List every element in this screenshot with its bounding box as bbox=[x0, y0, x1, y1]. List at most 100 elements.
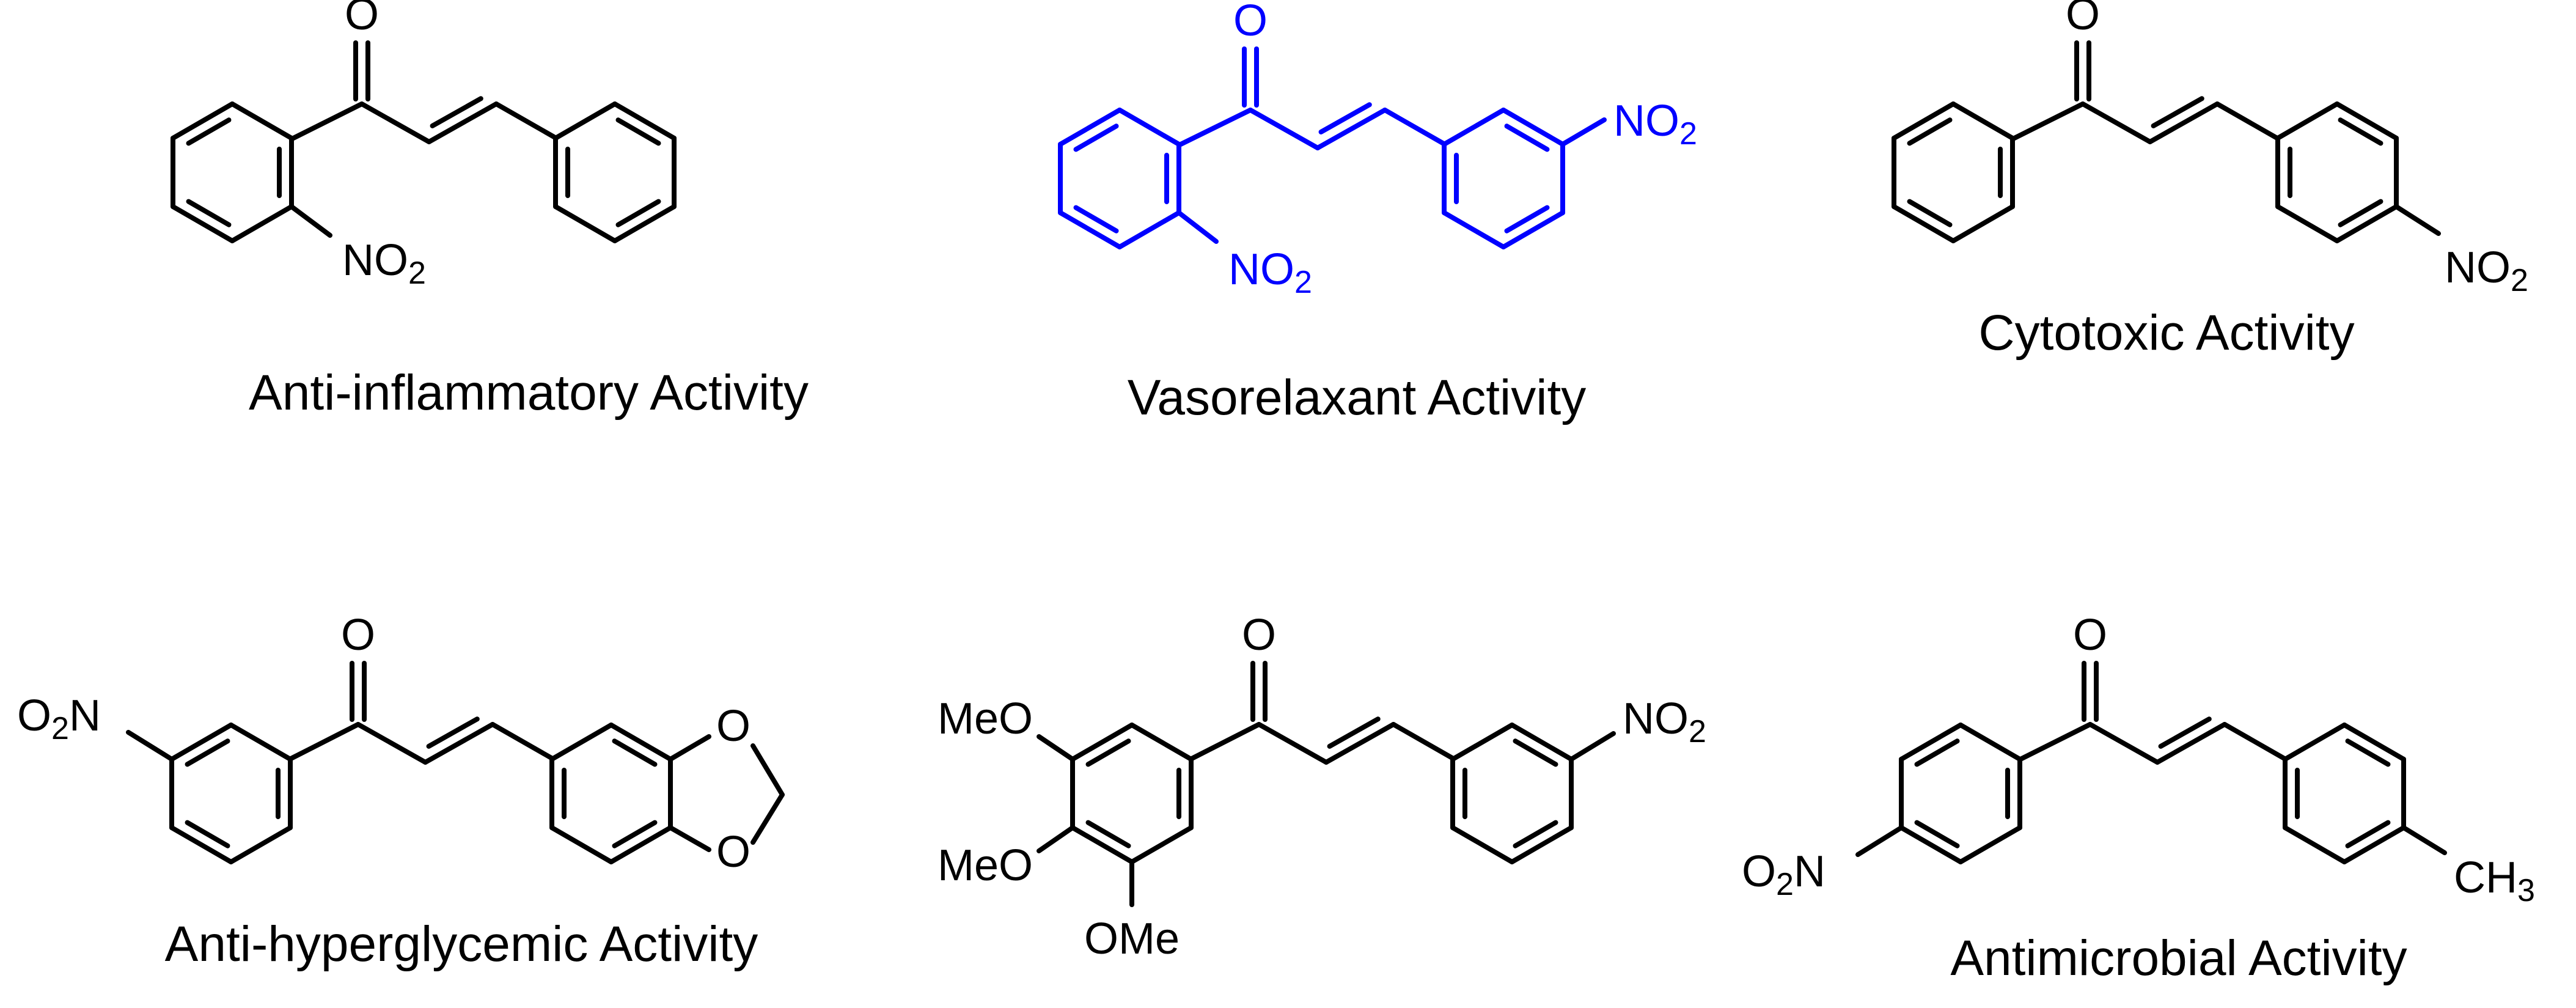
ring-bond bbox=[169, 825, 233, 864]
ring-double-inner bbox=[2338, 199, 2383, 227]
double-bond-inner bbox=[430, 96, 483, 128]
double-bond-inner bbox=[2158, 716, 2212, 749]
ring-bond bbox=[1070, 723, 1134, 762]
ring-bond bbox=[1501, 210, 1565, 249]
bond bbox=[490, 722, 555, 761]
ring-double-inner bbox=[185, 738, 230, 767]
ring-bond bbox=[612, 101, 677, 141]
bond bbox=[359, 101, 431, 144]
bond bbox=[2088, 722, 2160, 765]
ring-bond bbox=[609, 723, 673, 762]
bond bbox=[668, 734, 711, 762]
dioxole-oxygen-bottom: O bbox=[716, 828, 750, 877]
ring-double-inner bbox=[615, 199, 661, 227]
ring-bond bbox=[1058, 210, 1122, 249]
bond bbox=[423, 722, 495, 765]
ring-bond bbox=[230, 101, 294, 141]
carbonyl-oxygen: O bbox=[1242, 611, 1276, 660]
ring-bond bbox=[1958, 723, 2022, 762]
methoxy-label: OMe bbox=[1084, 914, 1180, 963]
bond bbox=[1391, 722, 1456, 761]
carbonyl-oxygen: O bbox=[2066, 0, 2100, 39]
ring-bond bbox=[171, 204, 235, 243]
ring-double-inner bbox=[1504, 123, 1550, 152]
ring-bond bbox=[1510, 825, 1574, 864]
ring-bond bbox=[1117, 108, 1181, 147]
carbonyl-oxygen: O bbox=[341, 611, 375, 660]
bond bbox=[356, 722, 428, 765]
ring-double-inner bbox=[1073, 123, 1119, 152]
dioxole-oxygen-top: O bbox=[716, 702, 750, 751]
bond bbox=[2155, 722, 2227, 765]
o2n-group-label: O2N bbox=[1742, 847, 1826, 902]
bond bbox=[1315, 108, 1387, 150]
ring-bond bbox=[1058, 108, 1122, 147]
ring-bond bbox=[549, 825, 614, 864]
bond bbox=[494, 101, 559, 141]
ring-bond bbox=[2342, 825, 2406, 864]
caption-cytotoxic: Cytotoxic Activity bbox=[1978, 305, 2354, 361]
ring-double-inner bbox=[1513, 738, 1558, 767]
bond bbox=[1189, 722, 1261, 761]
ring-bond bbox=[1450, 723, 1514, 762]
bond bbox=[1855, 825, 1904, 857]
ring-bond bbox=[1892, 101, 1956, 141]
ring-double-inner bbox=[1085, 820, 1131, 848]
ring-bond bbox=[1899, 723, 1963, 762]
nitro-group-label: NO2 bbox=[1623, 694, 1706, 749]
ring-bond bbox=[1951, 101, 2015, 141]
bond bbox=[288, 722, 361, 761]
ring-double-inner bbox=[1504, 205, 1550, 234]
compound-cytotoxic: O NO2 bbox=[1892, 0, 2528, 298]
caption-anti-hyperglycemic: Anti-hyperglycemic Activity bbox=[165, 916, 758, 972]
ring-bond bbox=[1951, 204, 2015, 243]
ring-bond bbox=[171, 101, 235, 141]
bond bbox=[2215, 101, 2280, 141]
ring-bond bbox=[549, 723, 614, 762]
ring-double-inner bbox=[1914, 738, 1960, 767]
ring-double-inner bbox=[1914, 820, 1960, 848]
bond bbox=[750, 743, 785, 797]
bond bbox=[291, 101, 364, 141]
ring-bond bbox=[609, 825, 673, 864]
ring-double-inner bbox=[185, 820, 230, 848]
ring-double-inner bbox=[615, 117, 661, 146]
carbonyl-oxygen: O bbox=[1233, 0, 1268, 45]
nitro-group-label: NO2 bbox=[342, 236, 426, 291]
compound-anti-hyperglycemic: O O2N O O bbox=[17, 611, 785, 877]
ring-bond bbox=[1117, 210, 1181, 249]
ring-bond bbox=[612, 204, 677, 243]
bond bbox=[2019, 722, 2093, 761]
bond bbox=[2080, 101, 2152, 144]
ring-bond bbox=[229, 825, 293, 864]
double-bond-inner bbox=[2151, 96, 2204, 128]
ring-bond bbox=[1899, 825, 1963, 864]
ring-bond bbox=[1501, 108, 1565, 147]
ring-bond bbox=[2283, 825, 2347, 864]
ring-bond bbox=[2342, 723, 2406, 762]
ring-double-inner bbox=[2338, 117, 2383, 146]
ring-double-inner bbox=[1513, 820, 1558, 848]
ring-bond bbox=[1129, 723, 1194, 762]
ring-bond bbox=[2275, 101, 2339, 141]
nitro-group-label: NO2 bbox=[2445, 243, 2528, 298]
o2n-group-label: O2N bbox=[17, 691, 101, 746]
ring-bond bbox=[1892, 204, 1956, 243]
ring-bond bbox=[2275, 204, 2339, 243]
bond bbox=[427, 101, 499, 144]
ring-bond bbox=[2335, 204, 2399, 243]
bond bbox=[2012, 101, 2085, 141]
bond bbox=[1257, 722, 1329, 765]
ring-double-inner bbox=[612, 738, 658, 767]
ring-double-inner bbox=[2345, 738, 2391, 767]
bond bbox=[1569, 731, 1616, 762]
ring-bond bbox=[1442, 210, 1506, 249]
methyl-group-label: CH3 bbox=[2454, 853, 2535, 908]
bond bbox=[126, 730, 174, 762]
ring-double-inner bbox=[186, 199, 232, 227]
ring-bond bbox=[1510, 723, 1574, 762]
bond bbox=[2222, 722, 2287, 761]
